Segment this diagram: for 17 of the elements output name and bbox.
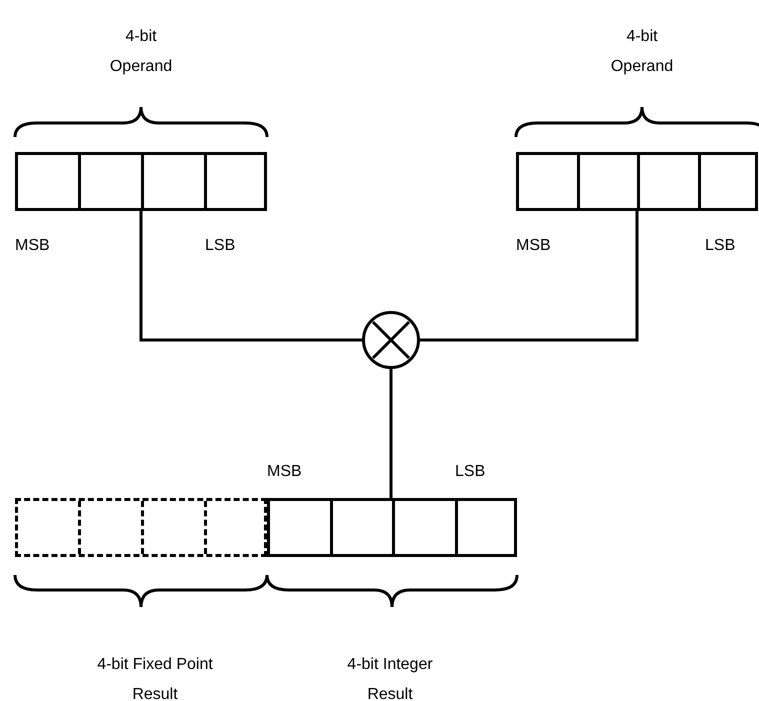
text-label: LSB — [705, 236, 736, 256]
text-label: MSB — [15, 236, 51, 256]
text-label: MSB — [516, 236, 552, 256]
connector-line — [420, 211, 638, 342]
register-box — [15, 152, 267, 211]
connector-line — [140, 211, 362, 342]
register-box — [516, 152, 758, 211]
text-label: 4-bit Fixed Point Result — [97, 655, 213, 701]
text-label: MSB — [267, 462, 303, 482]
text-label: 4-bit Operand — [610, 27, 674, 77]
register-box — [267, 498, 517, 557]
text-label: 4-bit Operand — [108, 27, 174, 77]
text-label: LSB — [455, 462, 486, 482]
dashed-register-box — [15, 498, 267, 557]
text-label: LSB — [205, 236, 236, 256]
text-label: 4-bit Integer Result — [346, 655, 434, 701]
connector-line — [390, 369, 392, 498]
